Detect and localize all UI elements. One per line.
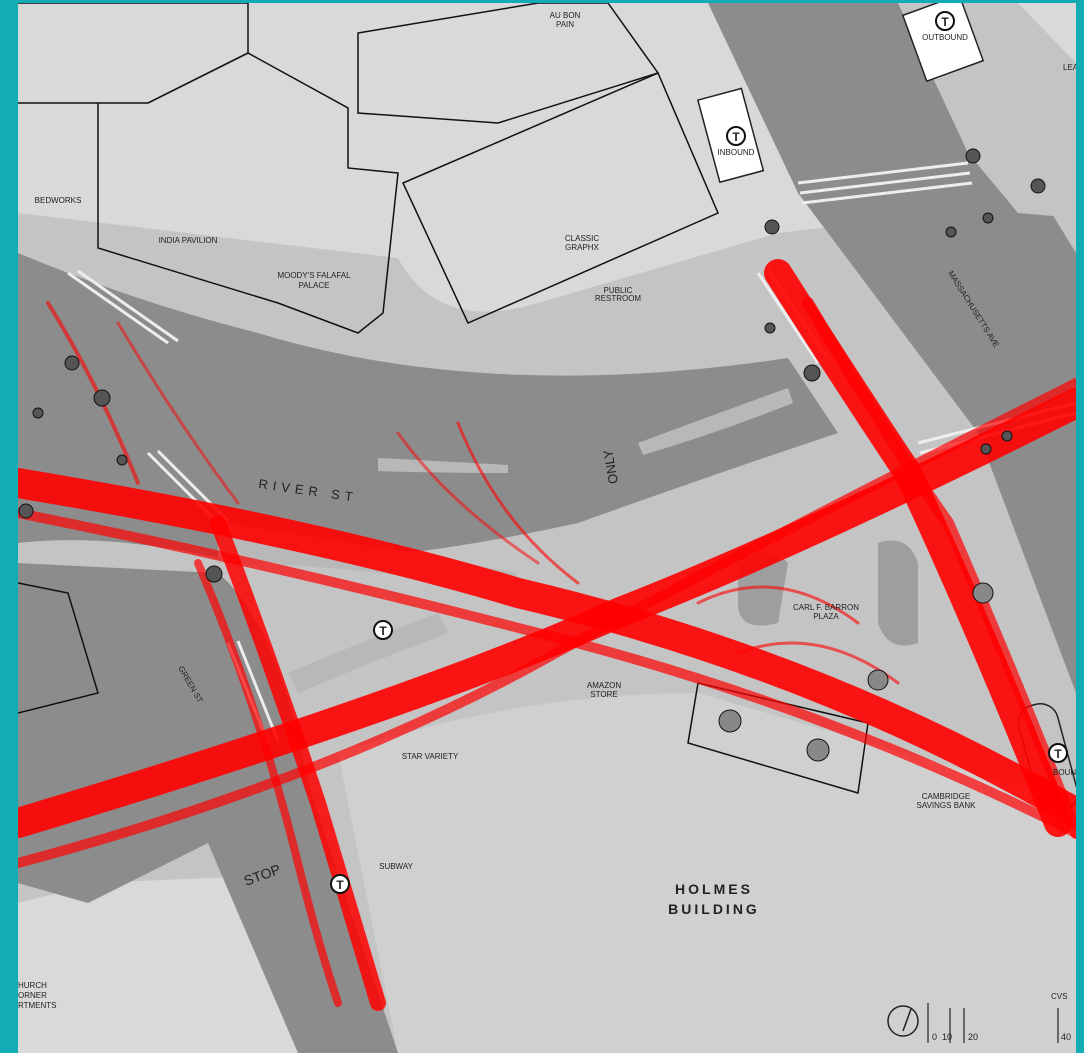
label-moodys-1: MOODY'S FALAFAL [277, 271, 351, 280]
t-marker-island [373, 620, 393, 640]
label-amazon-1: AMAZON [587, 681, 621, 690]
plaza-planter-east [878, 540, 918, 646]
scale-tick-10: 10 [942, 1032, 952, 1042]
traffic-island-bus-stop [288, 613, 448, 693]
label-au-bon-pain-1: AU BON [550, 11, 581, 20]
north-arrow [887, 1005, 919, 1037]
label-bound: BOUND [1053, 768, 1076, 777]
label-church-3: RTMENTS [18, 1001, 57, 1010]
label-inbound: INBOUND [718, 148, 755, 157]
label-au-bon-pain-2: PAIN [556, 20, 574, 29]
label-church-1: HURCH [18, 981, 47, 990]
label-classic-graphx-1: CLASSIC [565, 234, 599, 243]
label-cambridge-savings-1: CAMBRIDGE [922, 792, 970, 801]
massachusetts-ave-road [708, 3, 1076, 693]
map-canvas: T T T T T AU BON PAIN BEDWORKS INDIA PAV… [18, 3, 1076, 1053]
trees [18, 148, 1046, 762]
holmes-plaza [338, 693, 1076, 1053]
label-cvs: CVS [1051, 992, 1067, 1001]
label-moodys-2: PALACE [299, 281, 330, 290]
t-marker-outbound [935, 11, 955, 31]
t-marker-subway-label: T [336, 878, 344, 892]
label-church-2: ORNER [18, 991, 47, 1000]
label-only: ONLY [600, 448, 621, 485]
t-marker-inbound-label: T [732, 130, 740, 144]
label-carl-barron-1: CARL F. BARRON [793, 603, 859, 612]
label-carl-barron-2: PLAZA [813, 612, 839, 621]
label-holmes-building-2: BUILDING [668, 901, 760, 917]
label-holmes-building-1: HOLMES [675, 881, 753, 897]
river-st-median [378, 458, 508, 473]
outbound-bus-shelter [901, 3, 985, 83]
river-st-median-east [638, 388, 793, 455]
t-marker-east-label: T [1054, 747, 1062, 761]
building-outlines [18, 3, 869, 794]
pedestrian-traces [18, 259, 1076, 1011]
label-subway: SUBWAY [379, 862, 413, 871]
scale-tick-40: 40 [1061, 1032, 1071, 1042]
label-bedworks: BEDWORKS [35, 196, 82, 205]
t-marker-east [1048, 743, 1068, 763]
label-lea: LEA [1063, 63, 1076, 72]
label-outbound: OUTBOUND [922, 33, 968, 42]
t-station-markers: T T T T T [330, 11, 1068, 894]
label-amazon-2: STORE [590, 690, 617, 699]
scale-tick-0: 0 [932, 1032, 937, 1042]
label-classic-graphx-2: GRAPHX [565, 243, 599, 252]
label-star-variety: STAR VARIETY [402, 752, 459, 761]
label-india-pavilion: INDIA PAVILION [159, 236, 218, 245]
t-marker-outbound-label: T [941, 15, 949, 29]
t-marker-subway [330, 874, 350, 894]
scale-bar: 0 10 20 40 [927, 1003, 1071, 1043]
label-public-restroom-1: PUBLIC [604, 286, 633, 295]
scale-tick-20: 20 [968, 1032, 978, 1042]
site-plan-svg: T T T T T AU BON PAIN BEDWORKS INDIA PAV… [18, 3, 1076, 1053]
t-marker-inbound [726, 126, 746, 146]
t-marker-island-label: T [379, 624, 387, 638]
label-cambridge-savings-2: SAVINGS BANK [917, 801, 977, 810]
label-public-restroom-2: RESTROOM [595, 294, 642, 303]
